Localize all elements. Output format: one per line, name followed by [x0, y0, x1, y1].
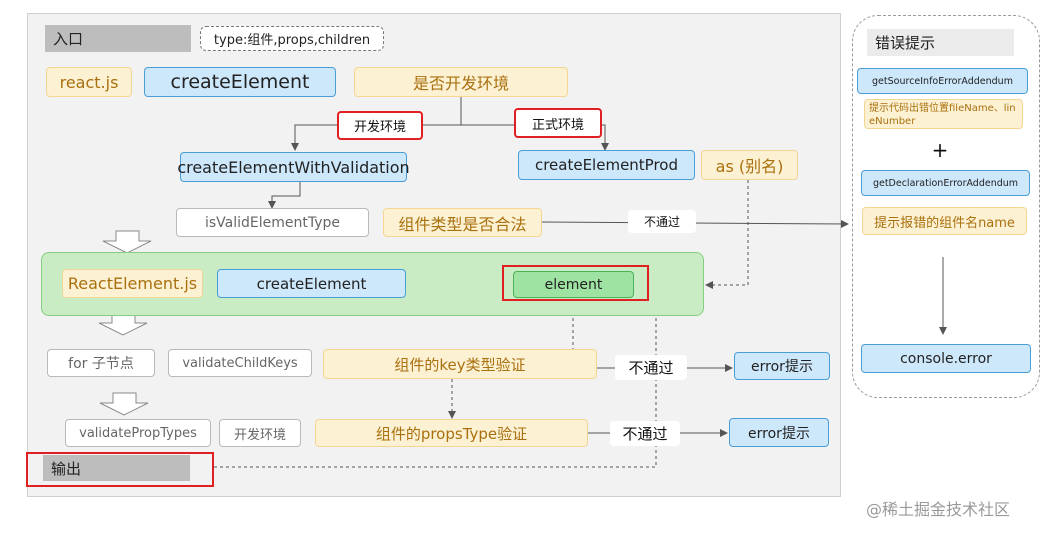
- create-element-box: createElement: [144, 67, 336, 97]
- dev-env-box-2: 开发环境: [219, 419, 301, 447]
- output-header: 输出: [43, 455, 190, 481]
- props-type-check-box: 组件的propsType验证: [315, 419, 588, 447]
- validate-prop-types-box: validatePropTypes: [65, 419, 211, 447]
- entry-header: 入口: [45, 25, 191, 52]
- get-declaration-box: getDeclarationErrorAddendum: [861, 170, 1030, 196]
- validate-child-keys-box: validateChildKeys: [168, 349, 312, 377]
- element-box: element: [513, 271, 634, 298]
- type-note: type:组件,props,children: [200, 26, 384, 51]
- fail-label-type: 不通过: [628, 210, 696, 233]
- dev-env-label: 开发环境: [337, 111, 423, 140]
- watermark-text: @稀土掘金技术社区: [866, 500, 1011, 519]
- output-highlight: [26, 452, 214, 487]
- component-name-hint-box: 提示报错的组件名name: [862, 207, 1027, 235]
- big-arrow-1: [102, 230, 152, 254]
- fail-label-key: 不通过: [615, 355, 687, 380]
- get-source-info-box: getSourceInfoErrorAddendum: [857, 68, 1028, 94]
- error-hint-panel: [852, 15, 1040, 398]
- is-valid-element-type-box: isValidElementType: [176, 208, 369, 237]
- key-type-check-box: 组件的key类型验证: [323, 349, 597, 379]
- line-prod-split: [461, 124, 609, 151]
- element-highlight: [502, 265, 649, 301]
- is-dev-env-box: 是否开发环境: [354, 67, 568, 97]
- as-alias-box: as (别名): [701, 150, 798, 180]
- create-element-box-2: createElement: [217, 269, 406, 298]
- fail-label-props: 不通过: [610, 421, 680, 446]
- error-hint-box-2: error提示: [729, 418, 829, 447]
- console-error-box: console.error: [861, 344, 1031, 373]
- side-title: 错误提示: [867, 29, 1014, 56]
- source-hint-box: 提示代码出错位置fileName、lineNumber: [864, 99, 1023, 129]
- create-element-with-validation-box: createElementWithValidation: [177, 152, 410, 182]
- for-child-nodes-box: for 子节点: [47, 349, 155, 377]
- line-to-isvalid: [268, 181, 301, 209]
- react-element-js-label: ReactElement.js: [62, 269, 203, 298]
- plus-sign: +: [931, 138, 949, 162]
- error-hint-box-1: error提示: [734, 352, 830, 380]
- big-arrow-2: [98, 312, 148, 336]
- react-js-label: react.js: [46, 67, 132, 97]
- component-type-valid-box: 组件类型是否合法: [383, 208, 542, 237]
- create-element-prod-box: createElementProd: [518, 150, 695, 180]
- prod-env-label: 正式环境: [514, 108, 602, 138]
- line-as-alias: [705, 180, 749, 289]
- big-arrow-3: [99, 392, 149, 416]
